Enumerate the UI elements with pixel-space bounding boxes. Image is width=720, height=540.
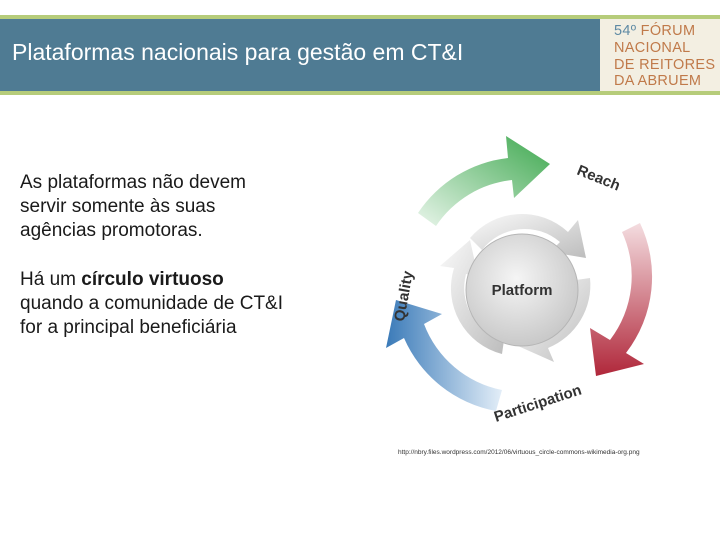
- reach-label: Reach: [575, 162, 623, 195]
- forum-logo: 54º FÓRUM NACIONAL DE REITORES DA ABRUEM: [600, 15, 720, 95]
- title-bar: Plataformas nacionais para gestão em CT&…: [0, 15, 600, 95]
- paragraph-part-2: quando a comunidade de CT&I for a princi…: [20, 293, 283, 338]
- paragraph-platforms: As plataformas não devem servir somente …: [20, 171, 290, 243]
- virtuous-circle-diagram: Platform Reach Participation Quality: [378, 128, 658, 430]
- logo-number: 54º: [614, 23, 636, 39]
- slide-header: Plataformas nacionais para gestão em CT&…: [0, 15, 720, 95]
- logo-forum: FÓRUM: [641, 23, 696, 39]
- paragraph-part-1: Há um: [20, 269, 81, 290]
- logo-line-1: 54º FÓRUM: [614, 23, 695, 39]
- platform-label: Platform: [492, 282, 553, 299]
- participation-arrow: [590, 223, 652, 376]
- image-credit: http://nbry.files.wordpress.com/2012/06/…: [398, 449, 640, 456]
- participation-label: Participation: [492, 382, 584, 426]
- reach-arrow: [418, 136, 550, 226]
- slide-title: Plataformas nacionais para gestão em CT&…: [12, 39, 463, 66]
- virtuous-circle-highlight: círculo virtuoso: [81, 269, 224, 290]
- paragraph-virtuous-circle: Há um círculo virtuoso quando a comunida…: [20, 268, 290, 340]
- logo-line-2: NACIONAL: [614, 40, 691, 56]
- logo-line-3: DE REITORES: [614, 57, 715, 73]
- logo-line-4: DA ABRUEM: [614, 73, 701, 89]
